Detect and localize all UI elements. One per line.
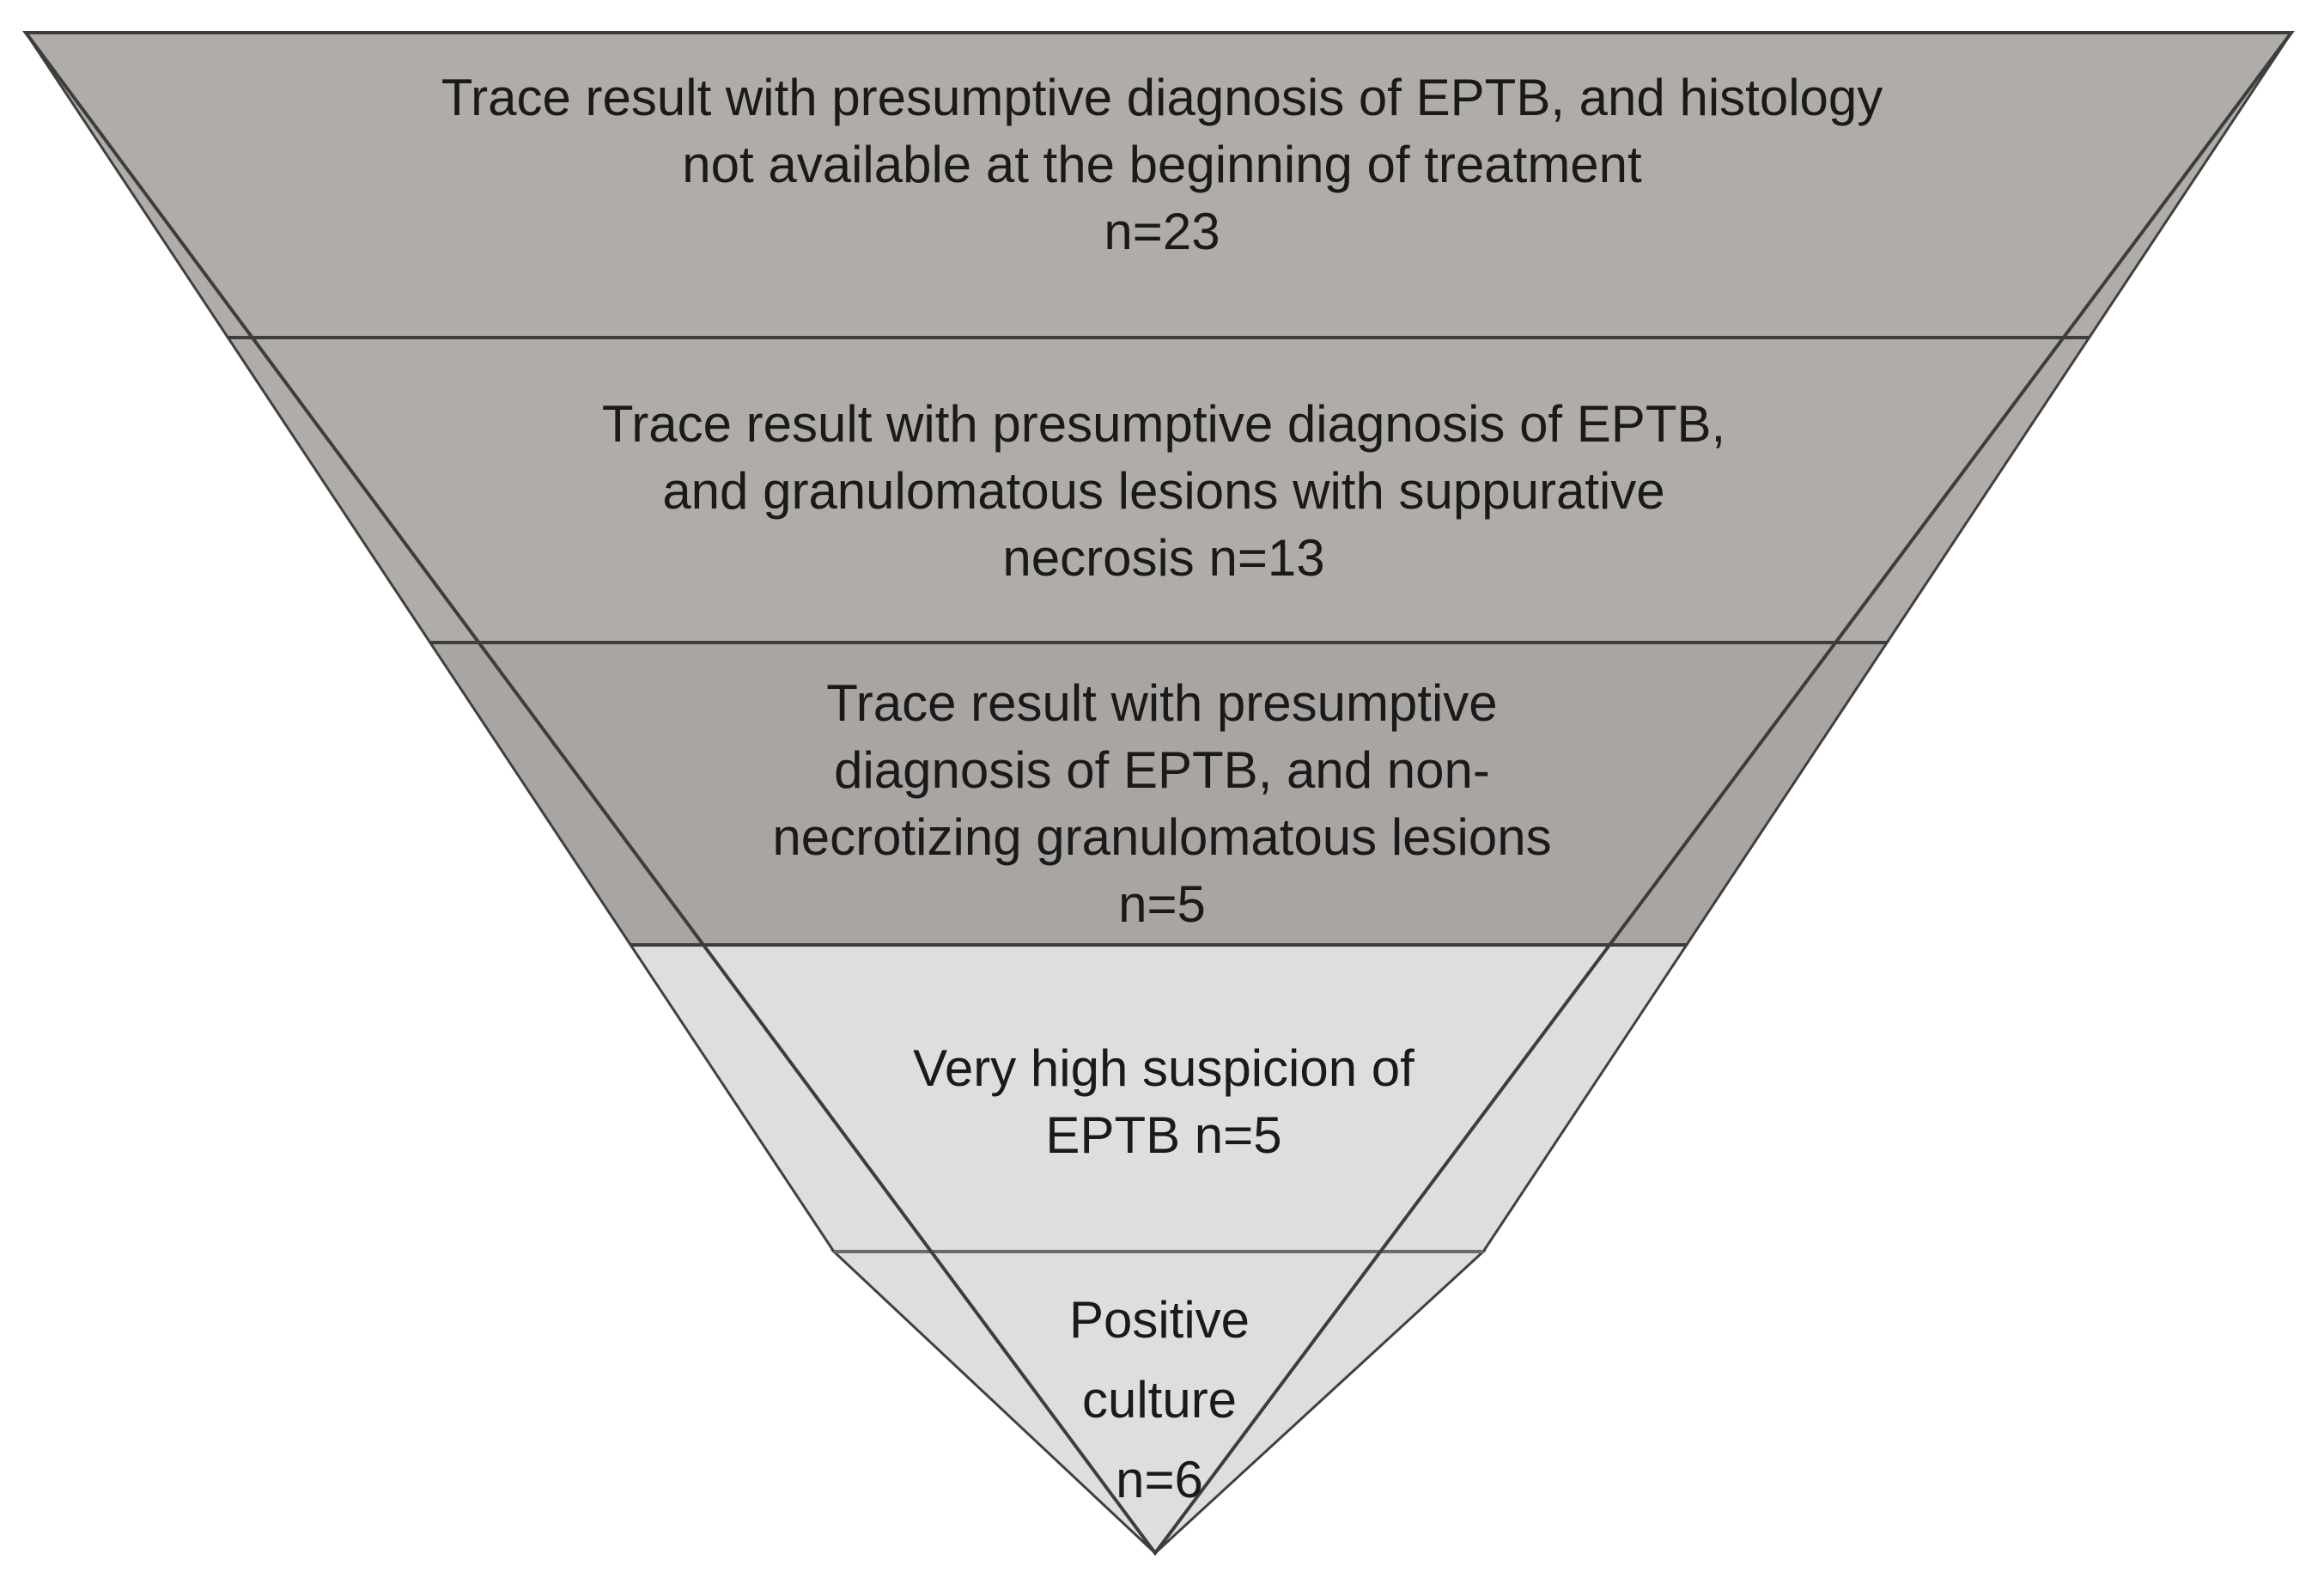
funnel-band-2-shape[interactable] xyxy=(225,336,2092,644)
funnel-outline xyxy=(22,31,2295,1557)
funnel-band-1-shape[interactable] xyxy=(23,31,2294,339)
funnel-band-5-shape[interactable] xyxy=(830,1250,1487,1556)
funnel-band-3-shape[interactable] xyxy=(428,641,1889,947)
funnel-band-4-shape[interactable] xyxy=(628,943,1689,1253)
